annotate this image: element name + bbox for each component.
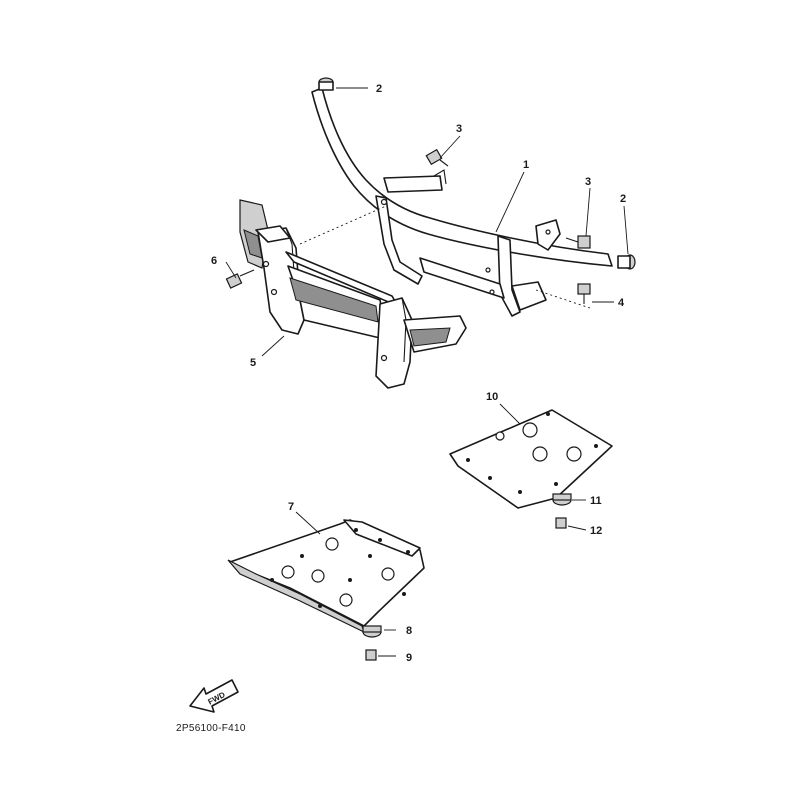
end-cap-right	[617, 254, 636, 270]
forward-direction-arrow: FWD	[189, 679, 239, 713]
bolt-6	[225, 269, 255, 289]
bolt-4	[577, 283, 591, 304]
callout-4: 4	[618, 297, 625, 309]
bumper-bar-frame	[311, 87, 613, 317]
bolt-9	[365, 649, 377, 661]
callout-6: 6	[211, 255, 217, 267]
bolt-12	[555, 517, 567, 529]
callout-2-right: 2	[620, 193, 626, 205]
callout-8: 8	[406, 625, 412, 637]
callout-2-top: 2	[376, 83, 382, 95]
callout-3-right: 3	[585, 176, 591, 188]
end-cap-top	[318, 77, 334, 91]
washer-11	[552, 493, 572, 506]
callout-9: 9	[406, 652, 412, 664]
skid-plate-left	[227, 519, 425, 634]
front-bumper-assembly	[239, 199, 467, 389]
callout-5: 5	[250, 357, 256, 369]
callout-labels: 1 2 2 3 3 4 5 6 7 8 9 10 11 12	[211, 83, 626, 664]
bolt-3-left	[425, 148, 449, 167]
bolt-3-right	[565, 235, 591, 249]
skid-plate-right	[449, 409, 613, 509]
callout-11: 11	[590, 495, 602, 507]
diagram-part-code: 2P56100-F410	[176, 723, 246, 734]
leader-lines	[225, 87, 629, 657]
callout-12: 12	[590, 525, 602, 537]
callout-1: 1	[523, 159, 529, 171]
washer-8	[362, 625, 382, 638]
callout-10: 10	[486, 391, 498, 403]
callout-3-left: 3	[456, 123, 462, 135]
callout-7: 7	[288, 501, 294, 513]
